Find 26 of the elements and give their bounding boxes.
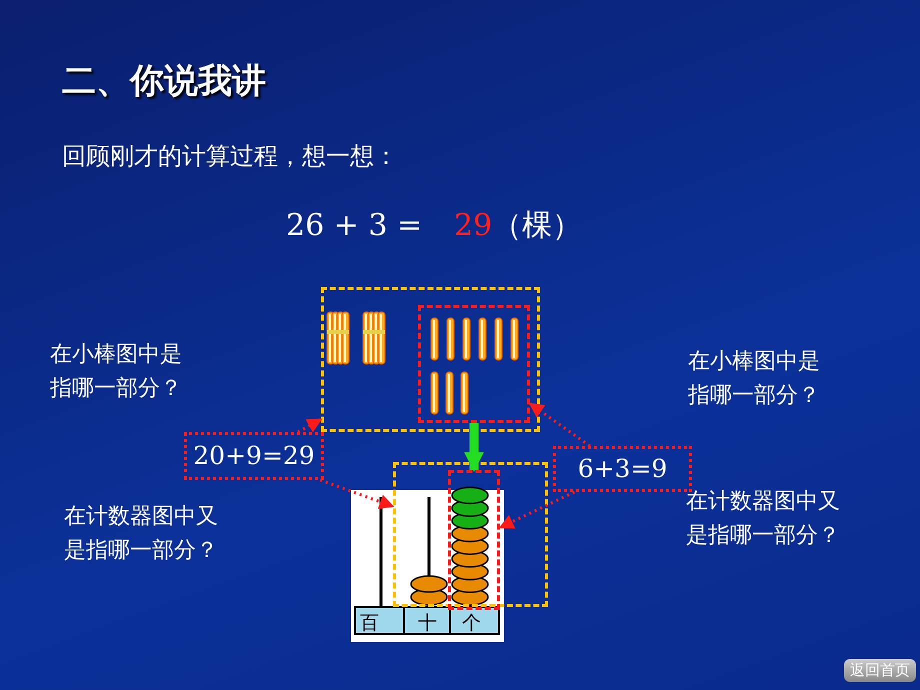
prompt-text: 回顾刚才的计算过程，想一想： (62, 141, 398, 172)
equation-text: 6+3=9 (576, 453, 668, 485)
unit-text: （棵） (492, 207, 582, 245)
place-label: 百 (360, 611, 379, 636)
place-label: 个 (462, 611, 481, 636)
arrow (464, 423, 484, 472)
home-button: 返回首页 (844, 659, 916, 682)
equation-text: 20+9=29 (192, 440, 316, 472)
arrow (297, 418, 322, 434)
question-text: 在计数器图中又是指哪一部分？ (686, 488, 841, 550)
question-text: 在小棒图中是指哪一部分？ (688, 348, 821, 410)
slide-title: 二、你说我讲 (62, 60, 266, 103)
arrow (528, 402, 591, 448)
dashed-frame (321, 287, 540, 432)
arrow (320, 478, 394, 509)
dashed-frame (448, 470, 500, 610)
answer-number: 29 (454, 207, 492, 245)
dashed-frame (418, 305, 530, 423)
equation-box (184, 432, 324, 480)
place-label: 十 (418, 611, 437, 636)
dashed-frame (393, 462, 548, 607)
question-text: 在计数器图中又是指哪一部分？ (64, 503, 219, 566)
equation-text: 26 + 3 = (286, 207, 422, 245)
question-text: 在小棒图中是指哪一部分？ (50, 341, 183, 404)
equation-box (553, 446, 692, 492)
arrow (498, 490, 576, 529)
